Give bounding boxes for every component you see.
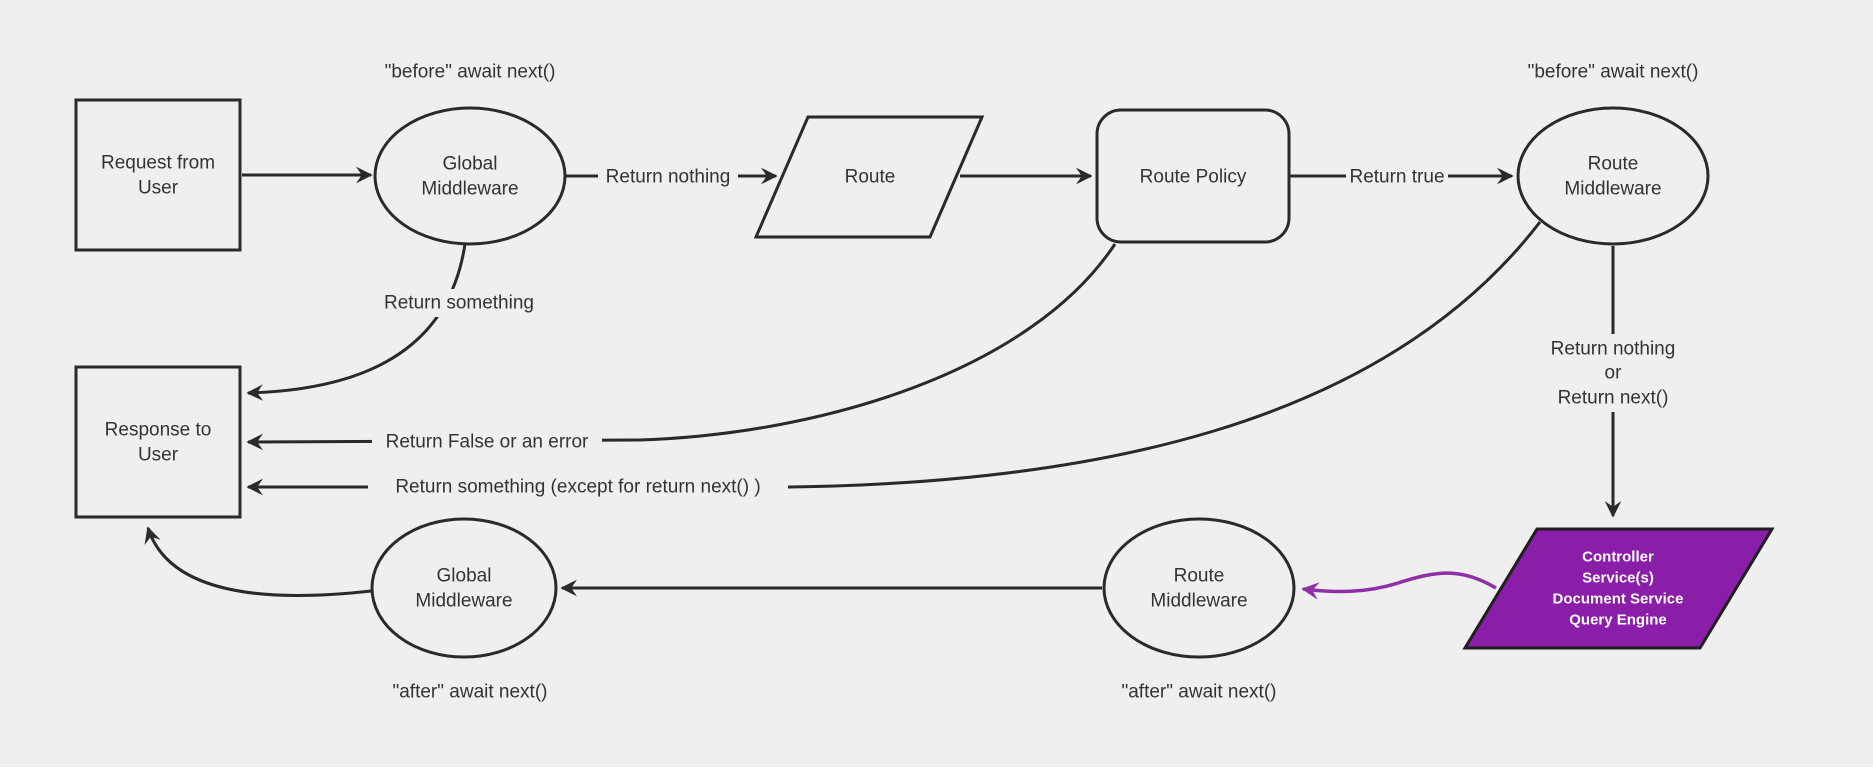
edge-label-return-nothing: Return nothing (606, 167, 731, 188)
node-global-middleware-bottom-line2: Middleware (415, 591, 512, 612)
label-bg-return-false (372, 428, 602, 456)
node-controller-line1: Controller (1582, 549, 1654, 566)
node-route-label: Route (845, 167, 896, 188)
edge-route-policy-to-response (246, 243, 1117, 451)
node-route (753, 115, 985, 239)
edge-label-return-nothing-or-line3: Return next() (1558, 388, 1669, 409)
node-route-middleware-top (1516, 106, 1710, 246)
node-route-policy-label: Route Policy (1140, 167, 1247, 188)
edges (144, 166, 1622, 600)
node-route-middleware-top-line1: Route (1588, 154, 1639, 175)
edge-label-return-something-except: Return something (except for return next… (395, 477, 760, 498)
node-route-middleware-bottom (1102, 517, 1296, 659)
node-controller-line4: Query Engine (1569, 612, 1667, 629)
node-request-from-user (74, 98, 242, 252)
node-controller-services (1462, 527, 1775, 650)
annotation-after-left: "after" await next() (393, 682, 548, 703)
annotation-after-right: "after" await next() (1122, 682, 1277, 703)
edge-controller-to-route-middleware-after (1301, 571, 1497, 600)
label-bg-return-true (1346, 162, 1448, 190)
node-global-middleware-top-line2: Middleware (421, 179, 518, 200)
node-response-to-user (74, 365, 242, 519)
edge-global-middleware-to-response (246, 243, 467, 401)
node-global-middleware-bottom-line1: Global (437, 566, 492, 587)
edge-route-middleware-to-response (246, 221, 1542, 496)
node-response-line2: User (138, 445, 179, 466)
edge-labels: Return nothing Return true Return someth… (384, 167, 1675, 498)
label-bg-return-nothing (598, 162, 738, 190)
node-route-middleware-bottom-line1: Route (1174, 566, 1225, 587)
edge-label-return-false-or-error: Return False or an error (386, 432, 589, 453)
annotation-before-right: "before" await next() (1528, 62, 1699, 83)
edge-global-middleware-after-to-response (144, 526, 372, 597)
label-bg-return-something-except (368, 473, 788, 501)
node-controller-line2: Service(s) (1582, 570, 1654, 587)
edge-label-return-nothing-or-line2: or (1605, 363, 1623, 384)
node-global-middleware-top-line1: Global (443, 154, 498, 175)
node-response-line1: Response to (105, 420, 212, 441)
node-global-middleware-bottom (370, 517, 558, 659)
node-route-middleware-top-line2: Middleware (1564, 179, 1661, 200)
edge-label-return-nothing-or-line1: Return nothing (1551, 339, 1676, 360)
edge-label-return-true: Return true (1349, 167, 1444, 188)
label-bg-return-nothing-or (1540, 334, 1688, 412)
annotations: "before" await next() "before" await nex… (385, 62, 1699, 703)
node-route-middleware-bottom-line2: Middleware (1150, 591, 1247, 612)
node-request-line2: User (138, 178, 179, 199)
nodes: Request from User Global Middleware Rout… (74, 98, 1775, 659)
node-request-line1: Request from (101, 153, 215, 174)
edge-label-return-something: Return something (384, 293, 534, 314)
edge-label-backgrounds (368, 162, 1688, 501)
node-route-policy (1095, 108, 1291, 244)
node-controller-line3: Document Service (1553, 591, 1684, 608)
annotation-before-left: "before" await next() (385, 62, 556, 83)
label-bg-return-something (382, 289, 536, 317)
node-global-middleware-top (373, 106, 567, 246)
